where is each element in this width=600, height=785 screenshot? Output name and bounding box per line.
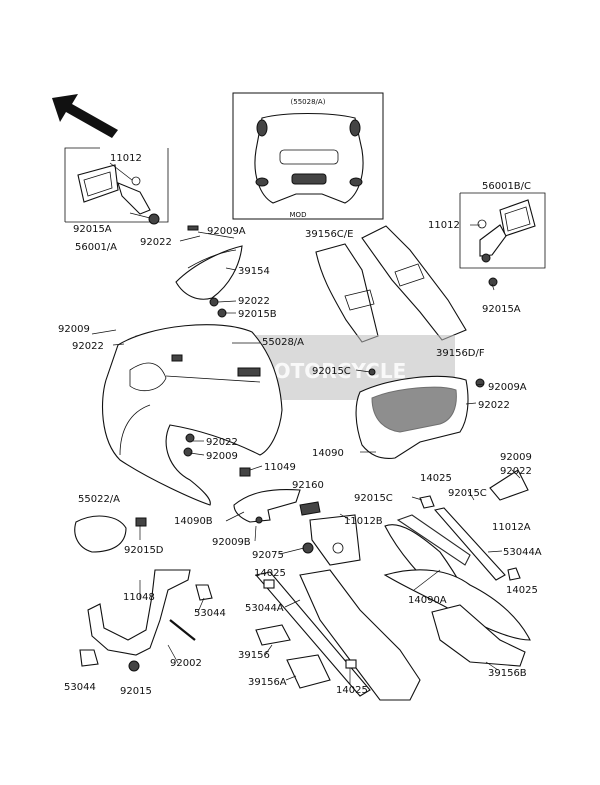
label-92022-d: 92022 xyxy=(478,400,510,411)
label-39156: 39156 xyxy=(238,650,270,661)
label-39154: 39154 xyxy=(238,266,270,277)
label-14090b: 14090B xyxy=(174,516,213,527)
label-11012b: 11012B xyxy=(344,516,383,527)
label-11012-a: 11012 xyxy=(110,153,142,164)
label-92009a-b: 92009A xyxy=(488,382,527,393)
label-92015b: 92015B xyxy=(238,309,277,320)
label-53044a-a: 53044A xyxy=(503,547,542,558)
label-92009b: 92009B xyxy=(212,537,251,548)
label-39156b: 39156B xyxy=(488,668,527,679)
label-92022-f: 92022 xyxy=(500,466,532,477)
label-39156df: 39156D/F xyxy=(436,348,485,359)
label-92009-a: 92009 xyxy=(58,324,90,335)
label-56001bc: 56001B/C xyxy=(482,181,531,192)
part-number-labels: 11012 92015A 56001/A 92022 92009A 39156C… xyxy=(58,153,542,697)
side-cover-55022a xyxy=(74,515,147,553)
label-39156ce: 39156C/E xyxy=(305,229,353,240)
label-92009-b: 92009 xyxy=(206,451,238,462)
label-11012a: 11012A xyxy=(492,522,531,533)
label-92015d: 92015D xyxy=(124,545,164,556)
label-53044-a: 53044 xyxy=(194,608,226,619)
label-14090: 14090 xyxy=(312,448,344,459)
fairing-stay xyxy=(79,569,213,672)
bracket-14090b xyxy=(233,467,301,523)
upper-fairing xyxy=(102,324,283,506)
left-mirror-assembly xyxy=(64,147,169,225)
label-92015c-c: 92015C xyxy=(448,488,487,499)
lower-fairing-parts xyxy=(254,469,531,701)
leader-lines xyxy=(91,162,521,684)
label-92022-c: 92022 xyxy=(72,341,104,352)
label-92009a-a: 92009A xyxy=(207,226,246,237)
inset-label: (55028/A) xyxy=(291,98,326,106)
label-11048: 11048 xyxy=(123,592,155,603)
label-92015a-a: 92015A xyxy=(73,224,112,235)
label-53044a-b: 53044A xyxy=(245,603,284,614)
label-92009-c: 92009 xyxy=(500,452,532,463)
inset-footnote: MOD xyxy=(290,211,307,219)
label-55028a: 55028/A xyxy=(262,337,304,348)
label-11049: 11049 xyxy=(264,462,296,473)
side-cowl-panels xyxy=(315,225,467,343)
label-56001a: 56001/A xyxy=(75,242,117,253)
label-55022a: 55022/A xyxy=(78,494,120,505)
right-mirror-assembly xyxy=(459,192,546,287)
meter-panel xyxy=(355,368,485,459)
label-39156a: 39156A xyxy=(248,677,287,688)
label-14025-a: 14025 xyxy=(420,473,452,484)
label-92015a-b: 92015A xyxy=(482,304,521,315)
label-92015c-b: 92015C xyxy=(354,493,393,504)
label-92022-e: 92022 xyxy=(206,437,238,448)
inset-front-view: (55028/A) MOD xyxy=(232,92,384,220)
label-14025-b: 14025 xyxy=(254,568,286,579)
watermark-line1: MOTORCYCLE xyxy=(254,359,406,383)
label-53044-b: 53044 xyxy=(64,682,96,693)
label-92075: 92075 xyxy=(252,550,284,561)
label-14025-c: 14025 xyxy=(506,585,538,596)
front-direction-arrow xyxy=(52,94,118,138)
label-92002: 92002 xyxy=(170,658,202,669)
label-92015: 92015 xyxy=(120,686,152,697)
center-small-parts xyxy=(255,501,361,566)
label-14090a: 14090A xyxy=(408,595,447,606)
label-92022-b: 92022 xyxy=(238,296,270,307)
label-11012-b: 11012 xyxy=(428,220,460,231)
label-92022-a: 92022 xyxy=(140,237,172,248)
label-92160: 92160 xyxy=(292,480,324,491)
label-92015c-a: 92015C xyxy=(312,366,351,377)
label-14025-d: 14025 xyxy=(336,685,368,696)
